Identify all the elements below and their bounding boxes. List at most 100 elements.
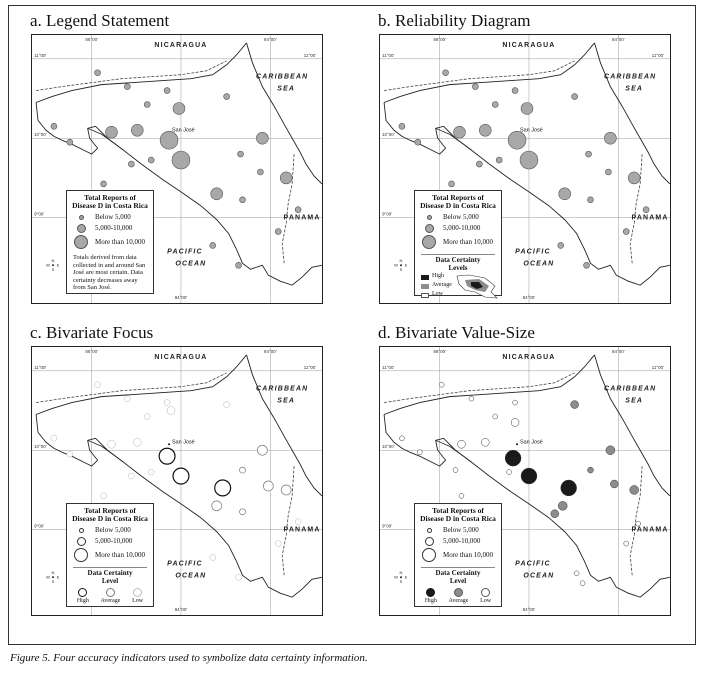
data-symbol	[294, 206, 302, 213]
data-symbol	[481, 438, 490, 447]
data-symbol	[587, 196, 594, 204]
label-panama: PANAMA	[632, 215, 669, 222]
data-symbol	[468, 395, 475, 402]
data-symbol	[66, 450, 74, 458]
certainty-title-line1: Data Certainty	[87, 569, 133, 577]
svg-text:N: N	[400, 258, 403, 263]
data-symbol	[453, 126, 466, 139]
legend-large-symbol	[422, 235, 436, 249]
certainty-title-line2: Level	[449, 576, 467, 585]
data-symbol	[239, 508, 246, 516]
certainty-low-swatch	[421, 293, 429, 298]
svg-text:S: S	[400, 267, 403, 272]
certainty-title-line1: Data Certainty	[435, 256, 481, 264]
data-symbol	[128, 160, 135, 168]
certainty-high-symbol	[78, 588, 88, 597]
data-symbol	[479, 124, 492, 137]
tick-11: 11°00'	[34, 365, 46, 370]
label-sea: SEA	[625, 86, 643, 93]
data-symbol	[159, 130, 179, 150]
legend-title-line2: Disease D in Costa Rica	[420, 514, 496, 523]
label-caribbean: CARIBBEAN	[256, 74, 308, 81]
data-symbol	[128, 472, 135, 480]
nicaragua-border	[383, 60, 575, 91]
legend-b: Total Reports of Disease D in Costa Rica…	[414, 190, 502, 299]
tick-11: 11°00'	[34, 53, 46, 58]
svg-text:S: S	[52, 267, 55, 272]
tick-11-right: 11°00'	[304, 365, 316, 370]
certainty-low-symbol	[481, 588, 491, 597]
legend-title-line1: Total Reports of	[84, 193, 136, 202]
legend-more-label: More than 10,000	[443, 238, 493, 246]
data-symbol	[417, 449, 423, 455]
data-symbol	[279, 171, 293, 185]
certainty-low-label: Low	[132, 598, 144, 604]
tick-84-bottom: 84°00'	[175, 607, 188, 612]
legend-small-symbol	[427, 215, 432, 220]
data-symbol	[94, 69, 101, 76]
data-symbol	[579, 580, 586, 586]
data-symbol	[452, 467, 459, 473]
data-symbol	[257, 444, 268, 456]
data-symbol	[558, 187, 571, 201]
data-symbol	[66, 138, 74, 146]
tick-86: 86°00'	[433, 37, 446, 42]
data-symbol	[472, 83, 479, 90]
panel-title-b: b. Reliability Diagram	[378, 11, 531, 30]
data-symbol	[610, 479, 619, 489]
legend-medium-symbol	[77, 537, 86, 546]
data-symbol	[100, 492, 107, 500]
tick-10: 10°00'	[382, 132, 395, 137]
data-symbol	[629, 485, 639, 495]
data-symbol	[275, 540, 282, 547]
coastline	[383, 354, 595, 415]
nicoya-gulf	[87, 439, 124, 463]
data-symbol	[237, 150, 244, 158]
tick-9: 9°00'	[34, 212, 44, 217]
label-ocean: OCEAN	[175, 260, 206, 267]
data-symbol	[550, 509, 559, 518]
map-svg: NICARAGUACARIBBEANSEAPANAMAPACIFICOCEAN8…	[380, 347, 670, 615]
data-symbol	[507, 130, 527, 150]
legend-below-label: Below 5,000	[95, 526, 131, 534]
data-symbol	[457, 440, 466, 449]
label-san-jose: San José	[172, 127, 195, 133]
svg-text:N: N	[52, 258, 55, 263]
tick-10: 10°00'	[34, 444, 47, 449]
tick-84: 84°00'	[264, 37, 277, 42]
data-symbol	[166, 406, 176, 415]
label-nicaragua: NICARAGUA	[502, 354, 555, 361]
panel-title-a: a. Legend Statement	[30, 11, 170, 30]
tick-84: 84°00'	[612, 37, 625, 42]
data-symbol	[133, 438, 142, 447]
map-svg: NICARAGUACARIBBEANSEAPANAMAPACIFICOCEAN8…	[32, 347, 322, 615]
tick-10: 10°00'	[382, 444, 395, 449]
legend-medium-symbol	[77, 224, 86, 233]
data-symbol	[209, 554, 216, 561]
label-caribbean: CARIBBEAN	[604, 386, 656, 393]
tick-11: 11°00'	[382, 53, 394, 58]
legend-small-symbol	[427, 528, 432, 533]
tick-84-bottom: 84°00'	[523, 295, 536, 300]
label-ocean: OCEAN	[523, 260, 554, 267]
label-pacific: PACIFIC	[167, 248, 203, 255]
tick-11: 11°00'	[382, 365, 394, 370]
data-symbol	[100, 180, 107, 188]
caribbean-coastline	[594, 42, 670, 185]
data-symbol	[163, 87, 171, 94]
data-symbol	[94, 381, 101, 388]
data-symbol	[519, 150, 539, 170]
legend-title-line1: Total Reports of	[432, 193, 484, 202]
data-symbol	[622, 228, 630, 235]
data-symbol	[257, 168, 264, 176]
certainty-high-swatch	[421, 275, 429, 280]
label-caribbean: CARIBBEAN	[604, 74, 656, 81]
data-symbol	[144, 413, 151, 420]
data-symbol	[491, 101, 499, 108]
nicaragua-border	[35, 60, 227, 91]
map-svg: NICARAGUACARIBBEANSEAPANAMAPACIFICOCEAN8…	[380, 35, 670, 303]
data-symbol	[210, 187, 223, 201]
data-symbol	[506, 469, 512, 475]
legend-more-label: More than 10,000	[95, 238, 145, 246]
data-symbol	[512, 399, 518, 406]
